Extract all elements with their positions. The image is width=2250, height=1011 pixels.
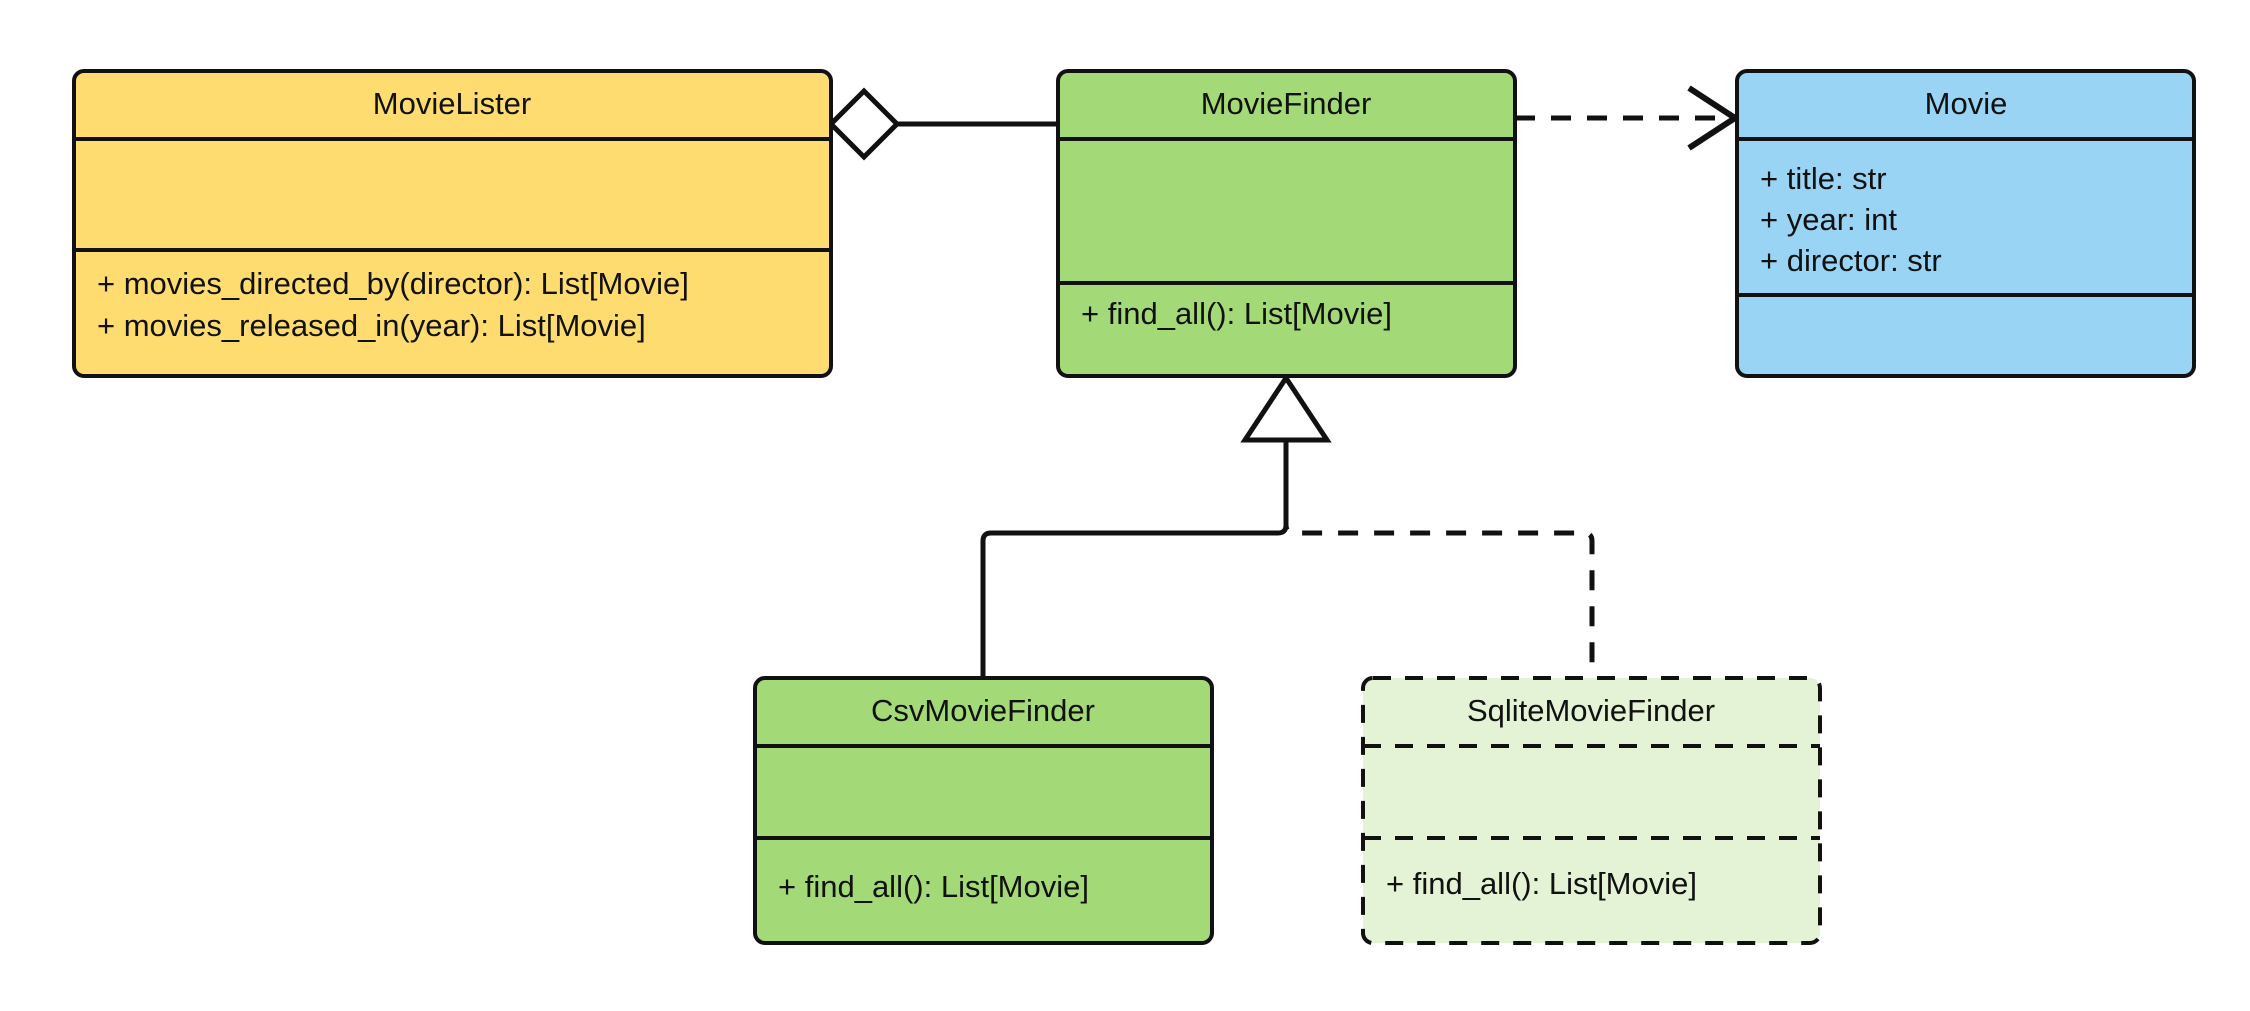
- movie-attribute-0: + title: str: [1760, 161, 1887, 196]
- realization-line: [1283, 438, 1595, 678]
- hollow-triangle-icon: [1240, 373, 1332, 443]
- movie-finder-frame: [1056, 69, 1517, 378]
- movie-frame: [1735, 69, 2196, 378]
- movie-finder-title: MovieFinder: [1201, 86, 1372, 121]
- movie-lister-method-0: + movies_directed_by(director): List[Mov…: [97, 266, 689, 301]
- csv-movie-finder-title: CsvMovieFinder: [871, 693, 1095, 728]
- movie-title: Movie: [1925, 86, 2008, 121]
- movie-attribute-2: + director: str: [1760, 243, 1942, 278]
- sqlite-movie-finder-title: SqliteMovieFinder: [1467, 693, 1715, 728]
- class-box-sqlite-movie-finder[interactable]: SqliteMovieFinder + find_all(): List[Mov…: [1361, 676, 1822, 945]
- sqlite-movie-finder-method-0: + find_all(): List[Movie]: [1386, 866, 1697, 901]
- edge-finder-depends-movie[interactable]: [1515, 85, 1741, 151]
- movie-lister-title: MovieLister: [373, 86, 532, 121]
- sqlite-movie-finder-frame: [1361, 676, 1822, 945]
- class-box-csv-movie-finder[interactable]: CsvMovieFinder + find_all(): List[Movie]: [753, 676, 1214, 945]
- edge-sqlite-realizes-finder[interactable]: [1283, 438, 1595, 678]
- edge-csv-realizes-finder[interactable]: [980, 438, 1289, 678]
- generalization-line: [980, 438, 1289, 678]
- csv-movie-finder-method-0: + find_all(): List[Movie]: [778, 869, 1089, 904]
- movie-finder-method-0: + find_all(): List[Movie]: [1081, 296, 1392, 331]
- hollow-diamond-icon: [827, 87, 901, 161]
- edge-lister-uses-finder[interactable]: [827, 87, 1058, 161]
- movie-lister-method-1: + movies_released_in(year): List[Movie]: [97, 308, 646, 343]
- movie-lister-frame: [72, 69, 833, 378]
- class-box-movie-lister[interactable]: MovieLister + movies_directed_by(directo…: [72, 69, 833, 378]
- class-box-movie-finder[interactable]: MovieFinder + find_all(): List[Movie]: [1056, 69, 1517, 378]
- movie-attribute-1: + year: int: [1760, 202, 1897, 237]
- class-box-movie[interactable]: Movie + title: str + year: int + directo…: [1735, 69, 2196, 378]
